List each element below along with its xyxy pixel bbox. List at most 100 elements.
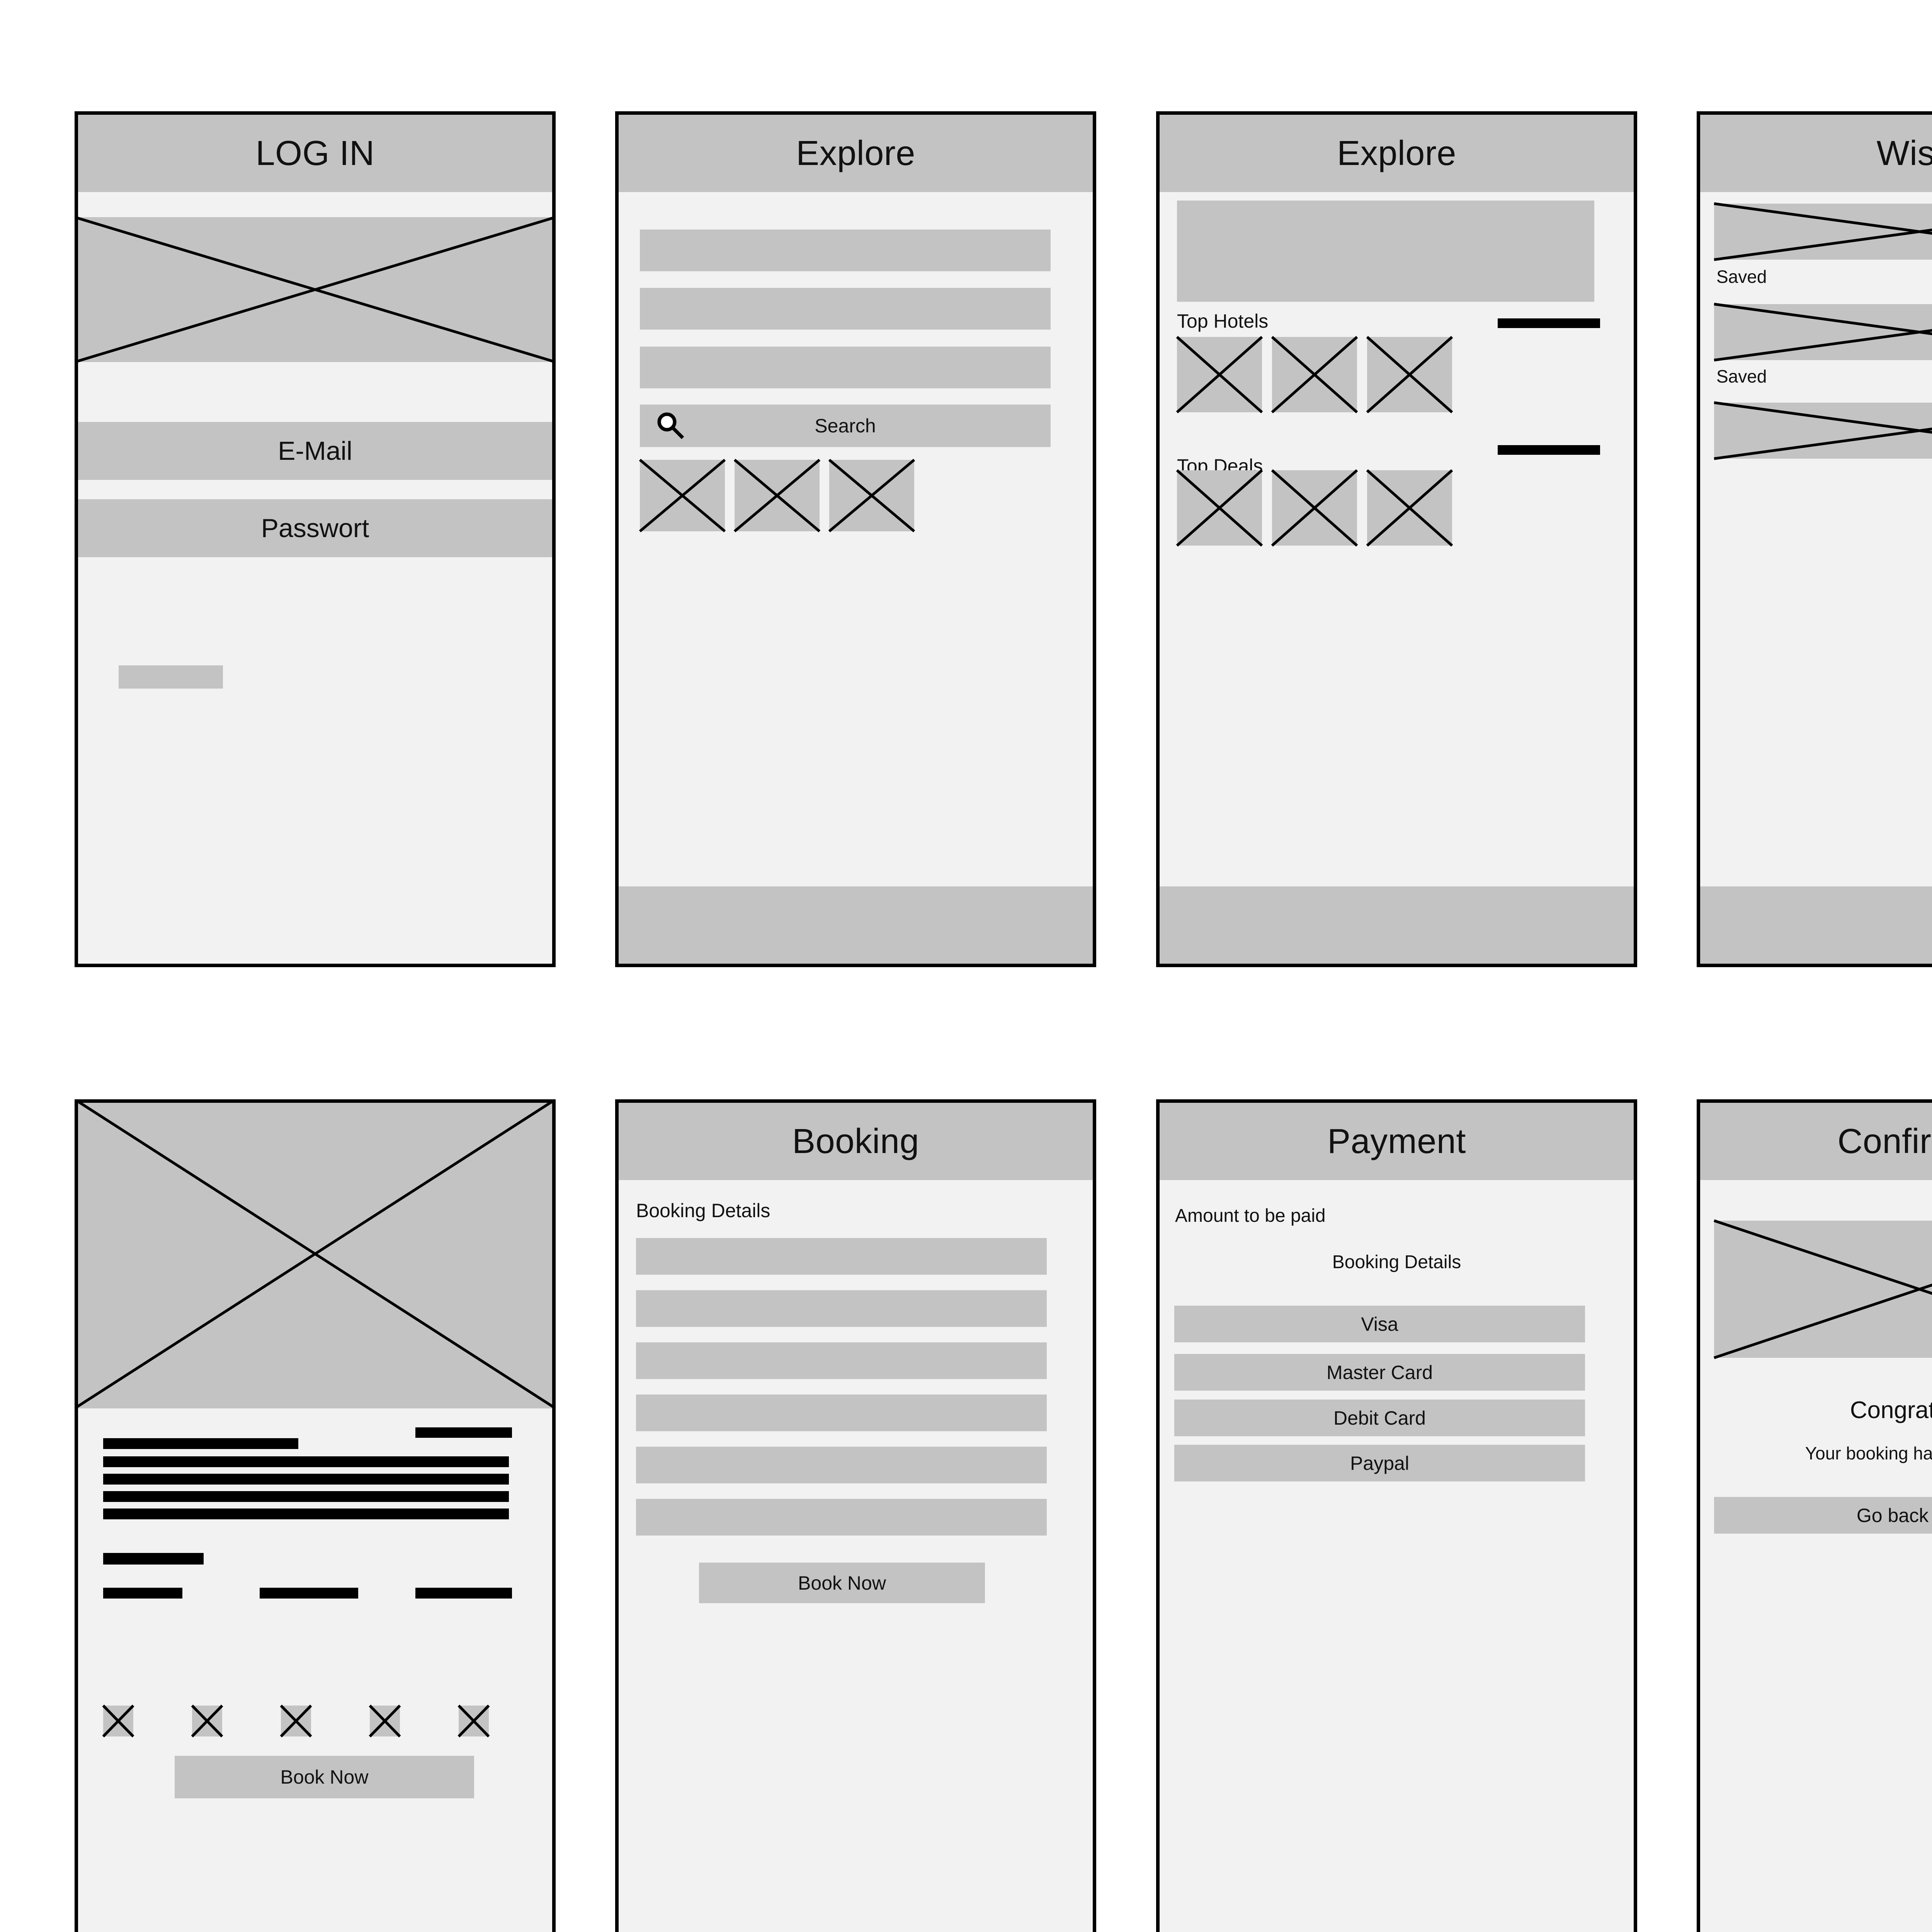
page-title: Explore [1337,134,1456,173]
hotel-gallery-thumbnail-5[interactable] [459,1706,489,1736]
hotel-description-line-4 [103,1509,509,1519]
booking-input-row-5[interactable] [636,1447,1047,1483]
booking-input-row-4[interactable] [636,1395,1047,1431]
wishlist-saved-label-1[interactable]: Saved [1716,267,1767,287]
hotel-detail-body: Book Now [78,1103,552,1932]
top-deals-thumbnail-1[interactable] [1177,470,1262,546]
hotel-name-line [103,1438,298,1449]
payment-body: Payment Amount to be paid Booking Detail… [1160,1103,1634,1932]
login-hero-image [78,217,552,362]
payment-amount-label: Amount to be paid [1175,1206,1326,1226]
payment-method-debit-card[interactable]: Debit Card [1174,1400,1585,1436]
booking-details-heading: Booking Details [636,1200,770,1221]
payment-top-bar: Payment [1160,1103,1634,1180]
password-field-label: Passwort [261,514,369,543]
screen-hotel-detail: Book Now [75,1099,556,1932]
booking-book-now-label: Book Now [798,1572,886,1594]
explore-categories-bottom-nav[interactable] [1160,886,1634,964]
password-field[interactable]: Passwort [78,499,552,557]
screen-payment: Payment Amount to be paid Booking Detail… [1156,1099,1637,1932]
wishlist-item-image-2[interactable] [1714,304,1932,360]
screen-explore-categories: Explore Top Hotels T [1156,111,1637,967]
confirmation-body: Confirmation Congratulations! Your booki… [1700,1103,1932,1932]
explore-thumbnail-3[interactable] [829,460,914,531]
wishlist-bottom-nav[interactable] [1700,886,1932,964]
payment-method-visa[interactable]: Visa [1174,1306,1585,1342]
hotel-description-line-1 [103,1456,509,1467]
go-back-home-button[interactable]: Go back home [1714,1497,1932,1534]
screen-explore-search: Explore Search [615,111,1096,967]
top-hotels-thumbnail-2[interactable] [1272,337,1357,412]
confirmation-headline: Congratulations! [1850,1397,1932,1423]
explore-thumbnail-2[interactable] [735,460,820,531]
page-title: Confirmation [1837,1122,1932,1161]
top-deals-thumbnail-2[interactable] [1272,470,1357,546]
top-hotels-thumbnail-3[interactable] [1367,337,1452,412]
top-hotels-thumbnail-1[interactable] [1177,337,1262,412]
search-input[interactable]: Search [640,405,1051,447]
screen-booking: Booking Booking Details Book Now [615,1099,1096,1932]
page-title: Explore [796,134,915,173]
confirmation-top-bar: Confirmation [1700,1103,1932,1180]
explore-categories-body: Explore Top Hotels T [1160,115,1634,964]
hotel-gallery-thumbnail-3[interactable] [281,1706,311,1736]
wishlist-body: Wishlist Saved Book Now Saved Book Now [1700,115,1932,964]
hotel-gallery-thumbnail-1[interactable] [103,1706,133,1736]
explore-thumbnail-1[interactable] [640,460,725,531]
payment-method-debit-card-label: Debit Card [1333,1407,1426,1429]
booking-input-row-6[interactable] [636,1499,1047,1536]
login-screen-body: LOG IN E-Mail Passwort [78,115,552,964]
search-input-label: Search [815,415,876,437]
wishlist-saved-label-2[interactable]: Saved [1716,366,1767,386]
email-field-label: E-Mail [278,436,352,466]
booking-book-now-button[interactable]: Book Now [699,1563,985,1603]
filter-bar-1[interactable] [640,230,1051,271]
page-title: Payment [1327,1122,1466,1161]
explore-bottom-nav[interactable] [619,886,1093,964]
page-title: LOG IN [255,134,375,173]
payment-method-master-card[interactable]: Master Card [1174,1354,1585,1391]
screen-wishlist: Wishlist Saved Book Now Saved Book Now [1697,111,1932,967]
screen-login: LOG IN E-Mail Passwort [75,111,556,967]
wishlist-item-image-1[interactable] [1714,204,1932,260]
explore-categories-top-bar: Explore [1160,115,1634,192]
hotel-gallery-thumbnail-4[interactable] [370,1706,400,1736]
filter-bar-3[interactable] [640,347,1051,388]
hotel-meta-line-3 [415,1588,512,1599]
booking-input-row-2[interactable] [636,1290,1047,1327]
hotel-detail-hero-image [78,1103,552,1408]
hotel-meta-line-1 [103,1588,182,1599]
booking-top-bar: Booking [619,1103,1093,1180]
screen-confirmation: Confirmation Congratulations! Your booki… [1697,1099,1932,1932]
wishlist-item-image-3[interactable] [1714,403,1932,459]
explore-search-body: Explore Search [619,115,1093,964]
login-submit-button[interactable] [119,665,223,689]
page-title: Booking [792,1122,919,1161]
see-all-top-deals[interactable] [1498,445,1600,455]
see-all-top-hotels[interactable] [1498,318,1600,328]
page-title: Wishlist [1876,134,1932,173]
email-field[interactable]: E-Mail [78,422,552,480]
top-deals-thumbnail-3[interactable] [1367,470,1452,546]
confirmation-subtext: Your booking has been confirmed [1805,1443,1932,1463]
filter-bar-2[interactable] [640,288,1051,330]
confirmation-image [1714,1221,1932,1358]
section-heading-top-hotels: Top Hotels [1177,310,1269,332]
booking-input-row-1[interactable] [636,1238,1047,1275]
payment-booking-details-label: Booking Details [1332,1252,1461,1272]
hotel-amenities-heading-line [103,1553,204,1565]
hotel-book-now-label: Book Now [280,1766,369,1788]
payment-method-paypal-label: Paypal [1350,1452,1409,1474]
hotel-description-line-2 [103,1474,509,1485]
promo-banner[interactable] [1177,201,1594,302]
hotel-book-now-button[interactable]: Book Now [175,1756,474,1798]
login-top-bar: LOG IN [78,115,552,192]
hotel-price-tag [415,1427,512,1438]
go-back-home-label: Go back home [1856,1504,1932,1526]
booking-body: Booking Booking Details Book Now [619,1103,1093,1932]
hotel-gallery-thumbnail-2[interactable] [192,1706,222,1736]
booking-input-row-3[interactable] [636,1342,1047,1379]
payment-method-paypal[interactable]: Paypal [1174,1445,1585,1481]
payment-method-visa-label: Visa [1361,1313,1398,1335]
